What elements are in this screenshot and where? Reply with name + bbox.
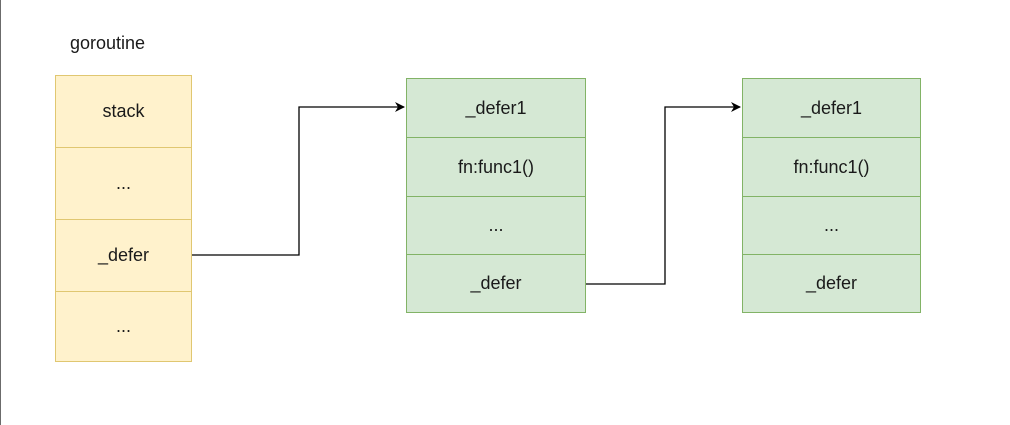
goroutine-block: stack ... _defer ... (55, 75, 192, 362)
defer-block-2-cell-link: _defer (742, 254, 921, 313)
goroutine-cell-ellipsis-2: ... (55, 291, 192, 362)
defer-block-1: _defer1 fn:func1() ... _defer (406, 78, 586, 313)
defer-block-2: _defer1 fn:func1() ... _defer (742, 78, 921, 313)
canvas-left-border (0, 0, 1, 425)
defer-block-1-cell-link: _defer (406, 254, 586, 313)
goroutine-title: goroutine (70, 33, 146, 53)
edge-defer-block-1-to-defer-block-2 (586, 102, 741, 285)
edge-goroutine-to-defer-block-1 (192, 102, 405, 256)
